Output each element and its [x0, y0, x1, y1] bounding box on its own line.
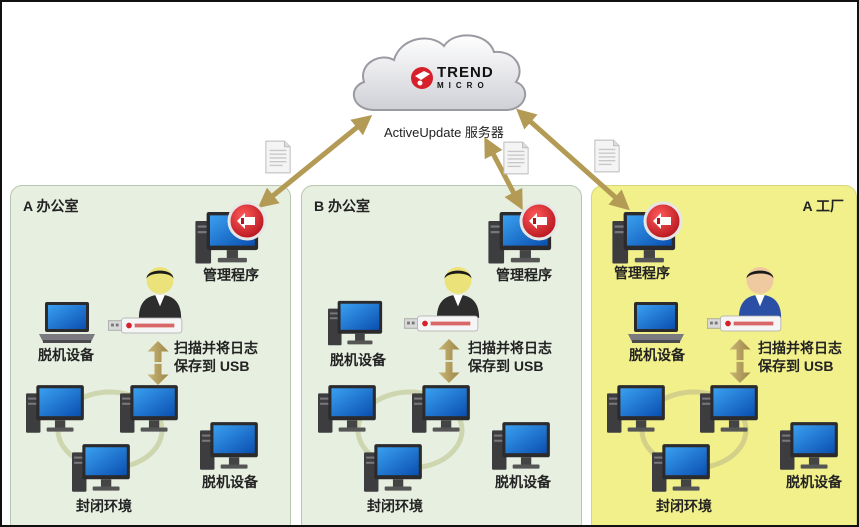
save-usb-label: 保存到 USB	[758, 358, 834, 374]
offline-laptop-icon	[39, 302, 95, 343]
site-title-a-office: A 办公室	[23, 198, 79, 214]
site-a-office-graphics	[26, 201, 267, 492]
site-b-office-graphics	[318, 201, 559, 492]
closed-environment-label: 封闭环境	[76, 498, 132, 514]
scan-transfer-arrow-icon	[147, 341, 169, 385]
closed-network-desktop-icon	[72, 444, 130, 492]
offline-device-label: 脱机设备	[38, 347, 94, 363]
manager-label: 管理程序	[203, 267, 259, 283]
administrator-icon	[436, 267, 480, 318]
trend-micro-wordmark: TREND MICRO	[437, 64, 494, 91]
site-a-factory-graphics	[607, 201, 838, 492]
log-document-icon	[503, 141, 529, 175]
scan-transfer-arrow-icon	[729, 339, 751, 383]
offline-device-label: 脱机设备	[495, 474, 551, 490]
closed-environment-label: 封闭环境	[656, 498, 712, 514]
usb-scanner-icon	[108, 317, 183, 334]
logo-top-text: TREND	[437, 64, 494, 81]
scan-log-label: 扫描并将日志	[758, 340, 842, 356]
closed-network-desktop-icon	[607, 385, 665, 433]
offline-desktop-icon	[780, 422, 838, 470]
activeupdate-server-label: ActiveUpdate 服务器	[384, 125, 504, 140]
manager-label: 管理程序	[496, 267, 552, 283]
usb-scanner-icon	[707, 315, 782, 332]
scan-transfer-arrow-icon	[438, 339, 460, 383]
trend-micro-logo-icon	[411, 67, 433, 89]
closed-network-desktop-icon	[26, 385, 84, 433]
log-document-icon	[594, 139, 620, 173]
closed-network-desktop-icon	[364, 444, 422, 492]
manager-label: 管理程序	[614, 265, 670, 281]
offline-desktop-icon	[328, 300, 383, 346]
portable-security-badge-icon	[519, 201, 559, 241]
administrator-icon	[138, 267, 182, 318]
offline-device-label: 脱机设备	[330, 352, 386, 368]
closed-network-desktop-icon	[318, 385, 376, 433]
cloud-server-icon	[352, 34, 527, 111]
usb-scanner-icon	[404, 315, 479, 332]
update-link-a-factory	[516, 108, 630, 211]
offline-desktop-icon	[492, 422, 550, 470]
log-document-icon	[265, 140, 291, 174]
closed-environment-label: 封闭环境	[367, 498, 423, 514]
portable-security-badge-icon	[227, 201, 267, 241]
save-usb-label: 保存到 USB	[174, 358, 250, 374]
offline-device-label: 脱机设备	[786, 474, 842, 490]
update-link-a-office	[257, 114, 373, 209]
portable-security-badge-icon	[643, 201, 683, 241]
scan-log-label: 扫描并将日志	[174, 340, 258, 356]
offline-device-label: 脱机设备	[202, 474, 258, 490]
logo-bottom-text: MICRO	[437, 81, 489, 90]
save-usb-label: 保存到 USB	[468, 358, 544, 374]
offline-device-label: 脱机设备	[629, 347, 685, 363]
offline-laptop-icon	[628, 302, 684, 343]
closed-network-desktop-icon	[652, 444, 710, 492]
offline-desktop-icon	[200, 422, 258, 470]
operator-icon	[738, 267, 782, 318]
scan-log-label: 扫描并将日志	[468, 340, 552, 356]
site-title-a-factory: A 工厂	[802, 198, 844, 214]
